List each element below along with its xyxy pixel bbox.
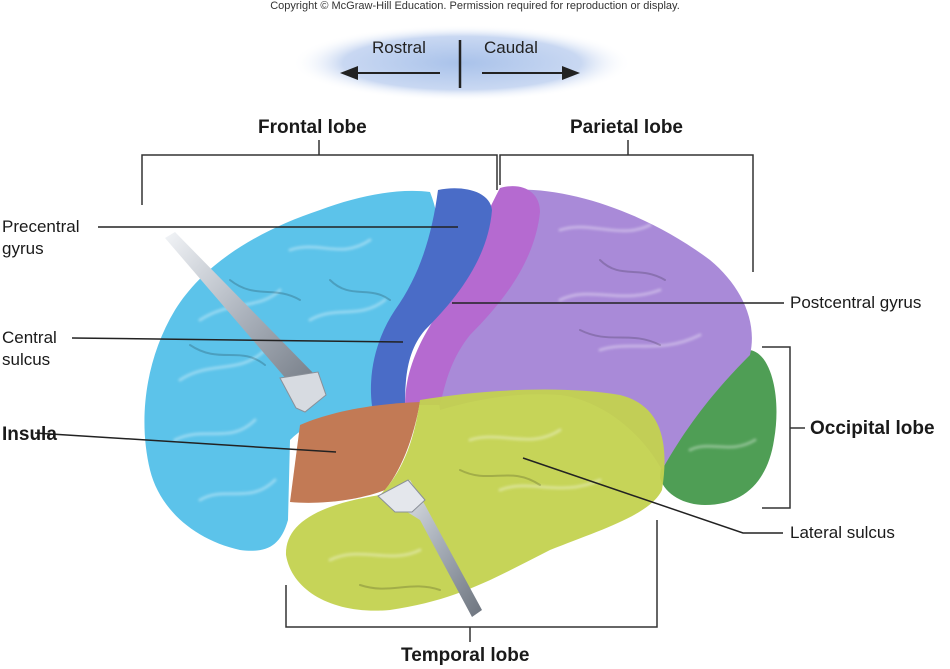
occipital-lobe-region <box>660 350 777 505</box>
lateral-sulcus-leader <box>522 457 783 534</box>
frontal-lobe-label: Frontal lobe <box>258 117 367 138</box>
lateral-sulcus-label: Lateral sulcus <box>790 523 895 542</box>
precentral-gyrus-region <box>370 188 492 406</box>
occipital-lobe-label: Occipital lobe <box>810 418 935 439</box>
insula-leader <box>34 432 337 453</box>
insula-label: Insula <box>2 424 57 445</box>
precentral-gyrus-label-line2: gyrus <box>2 239 44 258</box>
rostral-arrow-icon <box>340 66 440 80</box>
precentral-gyrus-label: Precentral gyrus <box>2 216 79 260</box>
postcentral-gyrus-region <box>405 186 540 405</box>
sulci-texture <box>189 259 666 591</box>
rostral-label: Rostral <box>372 38 426 57</box>
postcentral-gyrus-label: Postcentral gyrus <box>790 293 922 312</box>
insula-region <box>290 402 420 503</box>
caudal-arrow-icon <box>482 66 580 80</box>
caudal-label: Caudal <box>484 38 538 57</box>
lower-retractor-icon <box>377 479 482 617</box>
central-sulcus-label-line2: sulcus <box>2 350 51 369</box>
precentral-gyrus-label-line1: Precentral <box>2 217 80 236</box>
parietal-lobe-label: Parietal lobe <box>570 117 683 138</box>
gyri-texture <box>173 223 757 562</box>
central-sulcus-leader <box>71 337 404 343</box>
central-sulcus-label-line1: Central <box>2 328 57 347</box>
orientation-glow <box>292 25 632 101</box>
temporal-lobe-bracket <box>285 520 658 628</box>
copyright-notice: Copyright © McGraw-Hill Education. Permi… <box>270 0 680 12</box>
central-sulcus-label: Central sulcus <box>2 327 57 371</box>
upper-retractor-icon <box>165 232 327 413</box>
temporal-lobe-label: Temporal lobe <box>401 645 530 666</box>
parietal-lobe-bracket <box>499 154 754 272</box>
brain <box>144 186 777 611</box>
